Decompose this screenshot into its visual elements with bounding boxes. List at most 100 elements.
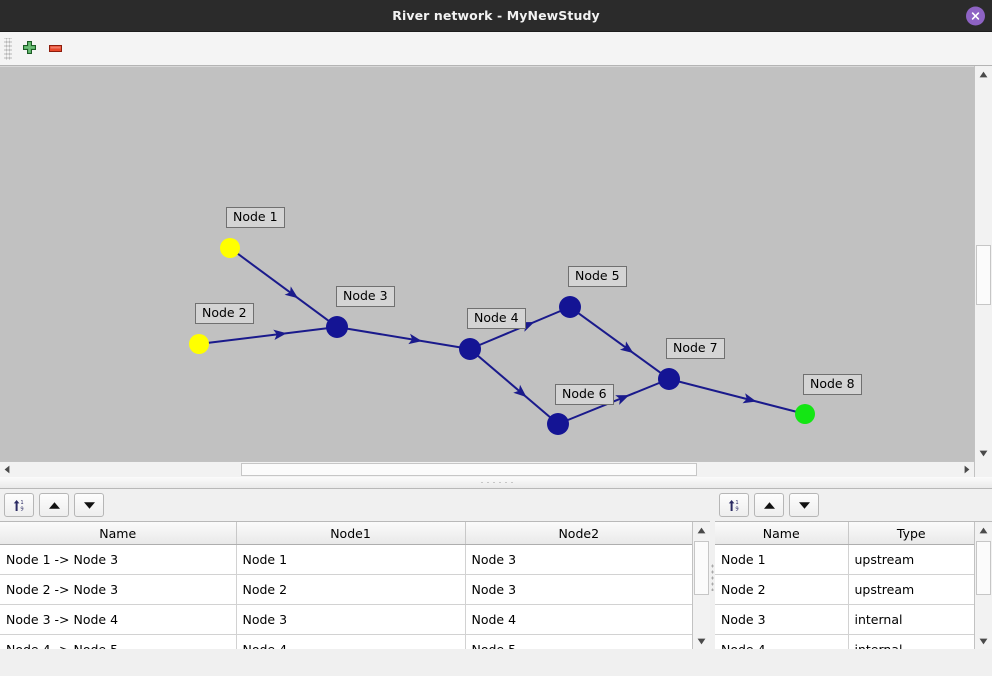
column-header-name[interactable]: Name	[0, 522, 237, 545]
table-cell[interactable]: upstream	[848, 574, 974, 605]
table-cell[interactable]: Node 3 -> Node 4	[0, 604, 237, 635]
table-cell[interactable]: Node 2	[715, 574, 849, 605]
graph-edge[interactable]	[346, 327, 461, 349]
network-graph-panel: Node 1 Node 2 Node 3 Node 4 Node 5 Node 6 Node…	[0, 66, 992, 461]
table-cell[interactable]: Node 2 -> Node 3	[0, 574, 237, 605]
scroll-left-arrow[interactable]	[0, 462, 14, 477]
reaches-sort-button[interactable]: 1 9	[4, 493, 34, 517]
graph-node-node-2[interactable]	[189, 334, 209, 354]
scroll-right-arrow[interactable]	[960, 462, 974, 477]
graph-node-label-node-6[interactable]: Node 6	[555, 384, 614, 405]
table-cell[interactable]: Node 2	[236, 574, 466, 605]
graph-node-label-node-4[interactable]: Node 4	[467, 308, 526, 329]
reaches-vscroll-track[interactable]	[693, 538, 710, 633]
table-cell[interactable]: Node 4	[236, 634, 466, 649]
nodes-table-row[interactable]: Node 4internal	[715, 634, 974, 649]
network-graph-canvas[interactable]: Node 1 Node 2 Node 3 Node 4 Node 5 Node 6 Node…	[0, 66, 974, 461]
table-cell[interactable]: Node 1	[236, 544, 466, 575]
reaches-vscroll-thumb[interactable]	[694, 540, 709, 596]
table-cell[interactable]: Node 1	[715, 544, 849, 575]
sort-ascending-icon: 1 9	[13, 499, 23, 512]
horizontal-splitter[interactable]	[0, 477, 992, 489]
nodes-vertical-scrollbar[interactable]	[974, 522, 992, 649]
graph-node-label-node-3[interactable]: Node 3	[336, 286, 395, 307]
graph-node-node-7[interactable]	[658, 368, 680, 390]
vertical-splitter[interactable]	[710, 489, 715, 664]
table-cell[interactable]: Node 1 -> Node 3	[0, 544, 237, 575]
graph-edge[interactable]	[678, 380, 797, 413]
table-cell[interactable]: Node 4 -> Node 5	[0, 634, 237, 649]
table-cell[interactable]: Node 3	[236, 604, 466, 635]
column-header-name[interactable]: Name	[715, 522, 849, 545]
table-cell[interactable]: Node 3	[715, 604, 849, 635]
table-cell[interactable]: Node 4	[465, 604, 692, 635]
nodes-scroll-down-arrow[interactable]	[975, 633, 992, 649]
column-header-type[interactable]: Type	[848, 522, 974, 545]
graph-edge[interactable]	[577, 312, 662, 374]
reaches-vertical-scrollbar[interactable]	[692, 522, 710, 649]
reaches-scroll-up-arrow[interactable]	[693, 522, 710, 538]
graph-hscroll-track[interactable]	[14, 462, 960, 477]
graph-vscroll-track[interactable]	[975, 82, 992, 445]
nodes-vscroll-thumb[interactable]	[976, 540, 991, 596]
reaches-move-up-button[interactable]	[39, 493, 69, 517]
graph-node-node-8[interactable]	[795, 404, 815, 424]
reaches-toolbar: 1 9	[0, 489, 710, 521]
graph-node-label-node-5[interactable]: Node 5	[568, 266, 627, 287]
graph-horizontal-scrollbar[interactable]	[0, 461, 974, 477]
close-button[interactable]	[966, 6, 985, 25]
graph-node-node-6[interactable]	[547, 413, 569, 435]
nodes-scroll-up-arrow[interactable]	[975, 522, 992, 538]
table-cell[interactable]: upstream	[848, 544, 974, 575]
table-cell[interactable]: Node 3	[465, 544, 692, 575]
nodes-move-up-button[interactable]	[754, 493, 784, 517]
edge-arrowhead-icon	[284, 286, 299, 299]
graph-node-label-node-2[interactable]: Node 2	[195, 303, 254, 324]
column-header-node2[interactable]: Node2	[465, 522, 692, 545]
graph-hscroll-thumb[interactable]	[241, 463, 698, 476]
graph-node-node-4[interactable]	[459, 338, 481, 360]
nodes-move-down-button[interactable]	[789, 493, 819, 517]
graph-node-node-5[interactable]	[559, 296, 581, 318]
graph-vertical-scrollbar[interactable]	[974, 66, 992, 461]
scroll-up-arrow[interactable]	[975, 66, 992, 82]
toolbar-drag-handle[interactable]	[4, 37, 12, 60]
triangle-up-icon	[697, 527, 706, 533]
nodes-footer-gap	[715, 649, 992, 664]
graph-node-node-3[interactable]	[326, 316, 348, 338]
table-cell[interactable]: Node 5	[465, 634, 692, 649]
graph-edge[interactable]	[236, 252, 330, 322]
column-header-node1[interactable]: Node1	[236, 522, 466, 545]
graph-node-label-node-8[interactable]: Node 8	[803, 374, 862, 395]
graph-edge[interactable]	[476, 354, 552, 419]
remove-node-button[interactable]	[42, 36, 68, 62]
graph-node-label-node-7[interactable]: Node 7	[666, 338, 725, 359]
table-cell[interactable]: Node 3	[465, 574, 692, 605]
sort-ascending-icon: 1 9	[728, 499, 738, 512]
graph-edge[interactable]	[207, 327, 328, 344]
table-cell[interactable]: internal	[848, 634, 974, 649]
add-node-button[interactable]	[16, 36, 42, 62]
nodes-vscroll-track[interactable]	[975, 538, 992, 633]
graph-node-label-node-1[interactable]: Node 1	[226, 207, 285, 228]
nodes-sort-button[interactable]: 1 9	[719, 493, 749, 517]
scroll-down-arrow[interactable]	[975, 445, 992, 461]
graph-vscroll-thumb[interactable]	[976, 245, 991, 306]
reaches-scroll-down-arrow[interactable]	[693, 633, 710, 649]
table-cell[interactable]: internal	[848, 604, 974, 635]
graph-node-node-1[interactable]	[220, 238, 240, 258]
table-cell[interactable]: Node 4	[715, 634, 849, 649]
reaches-move-down-button[interactable]	[74, 493, 104, 517]
